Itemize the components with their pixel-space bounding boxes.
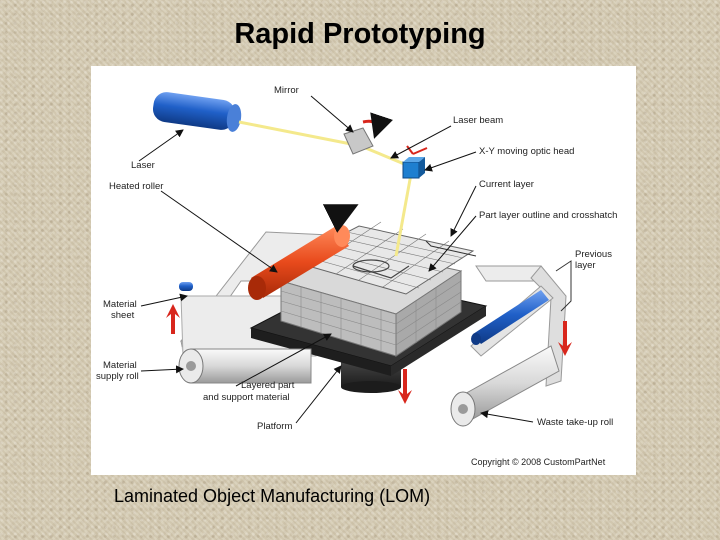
leader-lines [138, 95, 534, 424]
label-supply-roll-1: Material [103, 360, 137, 371]
right-guide-rod [471, 290, 549, 345]
direction-arrows [166, 304, 572, 404]
mirror [343, 127, 374, 155]
copyright-notice: Copyright © 2008 CustomPartNet [471, 457, 606, 467]
label-previous-layer-1: Previous [575, 249, 612, 260]
lom-diagram: Mirror Laser beam Laser X-Y moving optic… [91, 66, 636, 475]
label-current-layer: Current layer [479, 179, 534, 190]
optic-head [402, 145, 428, 179]
label-laser-beam: Laser beam [453, 115, 503, 126]
label-laser: Laser [131, 160, 155, 171]
label-layered-part-1: Layered part [241, 380, 295, 391]
label-optic-head: X-Y moving optic head [479, 146, 574, 157]
label-supply-roll-2: supply roll [96, 371, 139, 382]
figure-caption: Laminated Object Manufacturing (LOM) [114, 486, 431, 506]
label-waste-roll: Waste take-up roll [537, 417, 613, 428]
slide-title: Rapid Prototyping [234, 18, 486, 50]
supply-roll [178, 348, 312, 384]
label-previous-layer-2: layer [575, 260, 596, 271]
roller-direction-arrow [322, 204, 359, 233]
label-material-sheet-1: Material [103, 299, 137, 310]
previous-layer-bracket [425, 240, 477, 257]
label-mirror: Mirror [274, 85, 299, 96]
label-material-sheet-2: sheet [111, 310, 135, 321]
mirror-rotation-arrow [362, 112, 394, 139]
label-layered-part-2: and support material [203, 392, 290, 403]
label-part-outline: Part layer outline and crosshatch [479, 210, 617, 221]
label-heated-roller: Heated roller [109, 181, 163, 192]
left-guide-rod [179, 282, 193, 291]
label-platform: Platform [257, 421, 292, 432]
waste-roll [450, 345, 560, 427]
diagram-labels: Mirror Laser beam Laser X-Y moving optic… [96, 85, 617, 467]
laser [152, 92, 242, 132]
